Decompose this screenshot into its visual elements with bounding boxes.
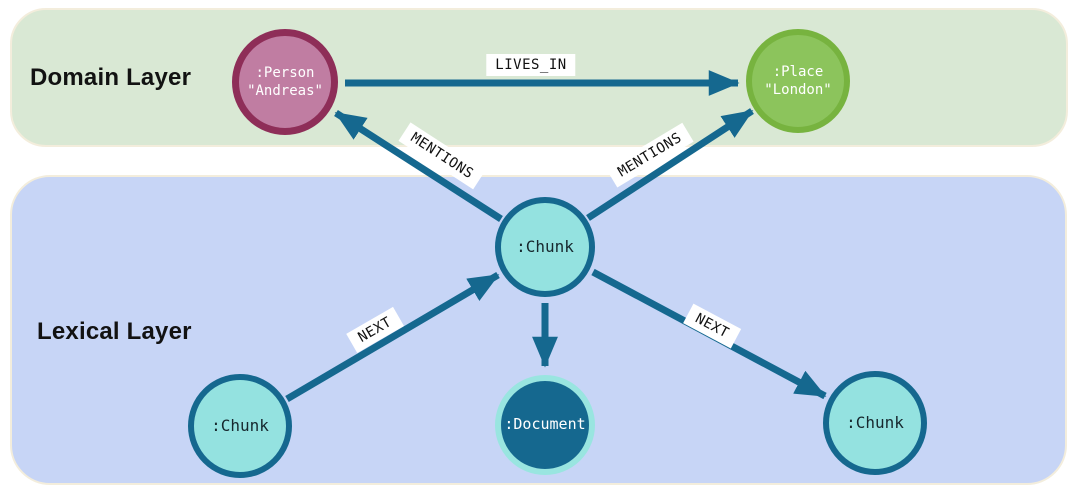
domain-layer-title: Domain Layer — [30, 64, 192, 91]
node-chunk-right: :Chunk — [823, 371, 927, 475]
node-chunk-center-label: :Chunk — [516, 236, 574, 256]
node-person-value: "Andreas" — [247, 83, 323, 99]
node-chunk-right-label: :Chunk — [846, 412, 904, 432]
node-person: :Person "Andreas" — [232, 29, 338, 135]
node-place: :Place "London" — [746, 29, 850, 133]
node-chunk-center: :Chunk — [495, 197, 595, 297]
edge-label-lives-in: LIVES_IN — [486, 54, 576, 76]
node-document-label: :Document — [504, 415, 586, 434]
node-chunk-left: :Chunk — [188, 374, 292, 478]
lexical-layer-title: Lexical Layer — [37, 318, 192, 345]
node-place-label: :Place — [772, 63, 824, 80]
node-person-label: :Person — [255, 64, 315, 81]
node-document: :Document — [495, 375, 595, 475]
node-place-value: "London" — [764, 82, 832, 98]
node-chunk-left-label: :Chunk — [211, 415, 269, 435]
domain-layer-band — [10, 8, 1068, 147]
